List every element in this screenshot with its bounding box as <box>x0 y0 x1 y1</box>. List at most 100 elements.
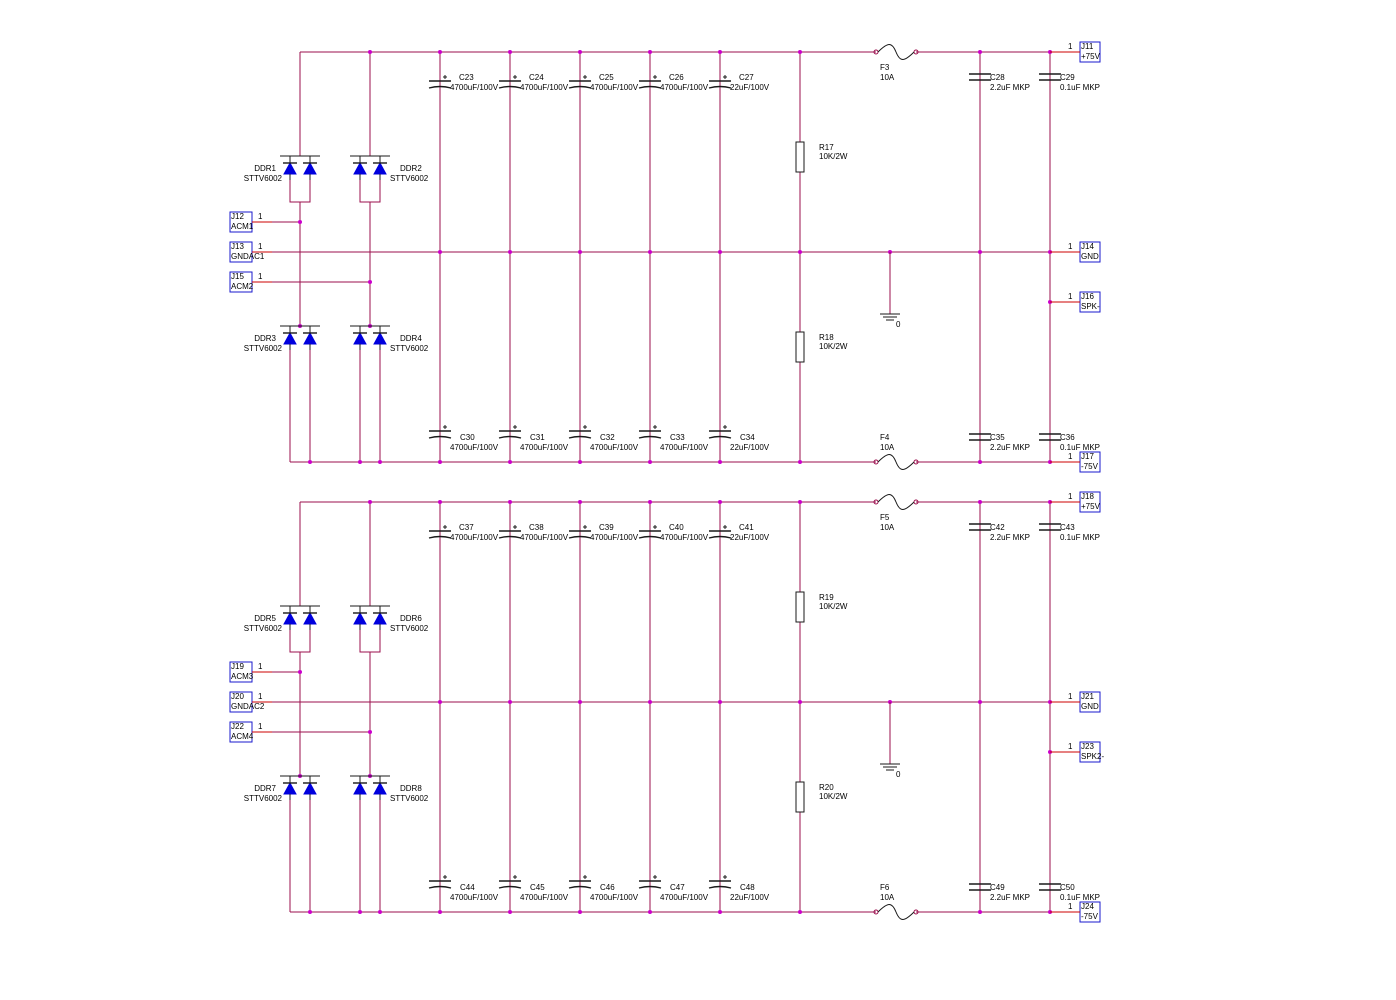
bridge-loop <box>289 180 311 203</box>
capacitor-ref: C24 <box>529 73 544 82</box>
bridge-part: STTV6002 <box>244 794 283 803</box>
capacitor-ref: C38 <box>529 523 544 532</box>
capacitor-ref: C43 <box>1060 523 1075 532</box>
capacitor-value: 2.2uF MKP <box>990 533 1030 542</box>
fuse-value: 10A <box>880 73 895 82</box>
diode-triangle <box>303 331 317 345</box>
connector-net: +75V <box>1081 502 1101 511</box>
fuse-ref: F3 <box>880 63 890 72</box>
capacitor-value: 2.2uF MKP <box>990 893 1030 902</box>
connector-net: ACM4 <box>231 732 254 741</box>
connector-pin-number: 1 <box>258 242 263 251</box>
capacitor-ref: C44 <box>460 883 475 892</box>
resistor-value: 10K/2W <box>819 792 848 801</box>
connector-ref: J19 <box>231 662 244 671</box>
junction-dot <box>578 50 582 54</box>
connector-pin-number: 1 <box>1068 452 1073 461</box>
resistor-value: 10K/2W <box>819 152 848 161</box>
capacitor-ref: C28 <box>990 73 1005 82</box>
diode-triangle <box>283 161 297 175</box>
capacitor-plate-curved <box>638 535 662 539</box>
fuse-element <box>877 44 915 60</box>
diode-triangle <box>303 161 317 175</box>
junction-dot <box>798 500 802 504</box>
bridge-ref: DDR8 <box>400 784 422 793</box>
capacitor-value: 4700uF/100V <box>520 443 569 452</box>
capacitor-value: 0.1uF MKP <box>1060 533 1100 542</box>
capacitor-value: 22uF/100V <box>730 83 770 92</box>
connector-net: GNDAC1 <box>231 252 265 261</box>
connector-pin-number: 1 <box>1068 242 1073 251</box>
junction-dot <box>438 460 442 464</box>
capacitor-value: 2.2uF MKP <box>990 83 1030 92</box>
junction-dot <box>978 910 982 914</box>
connector-net: GND <box>1081 702 1099 711</box>
connector-ref: J16 <box>1081 292 1094 301</box>
bridge-ref: DDR3 <box>254 334 276 343</box>
bridge-ref: DDR5 <box>254 614 276 623</box>
diode-triangle <box>353 331 367 345</box>
junction-dot <box>438 250 442 254</box>
junction-dot <box>648 460 652 464</box>
capacitor-ref: C33 <box>670 433 685 442</box>
junction-dot <box>308 910 312 914</box>
diode-triangle <box>303 611 317 625</box>
capacitor-value: 4700uF/100V <box>520 533 569 542</box>
connector-ref: J20 <box>231 692 244 701</box>
power-supply-block-1: DDR1STTV6002DDR2STTV6002DDR3STTV6002DDR4… <box>229 41 1101 473</box>
resistor-ref: R20 <box>819 783 834 792</box>
fuse-ref: F4 <box>880 433 890 442</box>
connector-net: ACM3 <box>231 672 254 681</box>
connector-net: SPK2- <box>1081 752 1104 761</box>
junction-dot <box>978 50 982 54</box>
capacitor-plate-curved <box>498 535 522 539</box>
resistor-body <box>795 331 805 363</box>
junction-dot <box>438 910 442 914</box>
capacitor-plate-curved <box>708 435 732 439</box>
capacitor-value: 0.1uF MKP <box>1060 83 1100 92</box>
connector-ref: J21 <box>1081 692 1094 701</box>
capacitor-plate-curved <box>428 85 452 89</box>
capacitor-plate-curved <box>428 535 452 539</box>
capacitor-plate-curved <box>708 535 732 539</box>
junction-dot <box>358 460 362 464</box>
capacitor-ref: C25 <box>599 73 614 82</box>
capacitor-plate-curved <box>498 435 522 439</box>
junction-dot <box>798 50 802 54</box>
diode-triangle <box>373 331 387 345</box>
resistor-body <box>795 781 805 813</box>
capacitor-value: 4700uF/100V <box>660 443 709 452</box>
junction-dot <box>438 50 442 54</box>
resistor-value: 10K/2W <box>819 342 848 351</box>
junction-dot <box>298 220 302 224</box>
capacitor-plate-curved <box>498 885 522 889</box>
capacitor-ref: C50 <box>1060 883 1075 892</box>
capacitor-plate-curved <box>638 885 662 889</box>
capacitor-value: 4700uF/100V <box>590 83 639 92</box>
capacitor-value: 4700uF/100V <box>450 83 499 92</box>
bridge-part: STTV6002 <box>390 794 429 803</box>
capacitor-ref: C40 <box>669 523 684 532</box>
junction-dot <box>508 250 512 254</box>
connector-net: +75V <box>1081 52 1101 61</box>
connector-net: ACM1 <box>231 222 254 231</box>
connector-ref: J18 <box>1081 492 1094 501</box>
diode-triangle <box>283 781 297 795</box>
junction-dot <box>648 250 652 254</box>
junction-dot <box>438 500 442 504</box>
capacitor-value: 4700uF/100V <box>660 83 709 92</box>
junction-dot <box>508 500 512 504</box>
junction-dot <box>718 460 722 464</box>
capacitor-plate-curved <box>638 435 662 439</box>
junction-dot <box>718 50 722 54</box>
resistor-body <box>795 141 805 173</box>
resistor-ref: R18 <box>819 333 834 342</box>
diode-triangle <box>353 781 367 795</box>
capacitor-ref: C41 <box>739 523 754 532</box>
bridge-part: STTV6002 <box>244 174 283 183</box>
resistor-value: 10K/2W <box>819 602 848 611</box>
bridge-part: STTV6002 <box>390 344 429 353</box>
bridge-ref: DDR7 <box>254 784 276 793</box>
connector-pin-number: 1 <box>1068 902 1073 911</box>
junction-dot <box>578 500 582 504</box>
